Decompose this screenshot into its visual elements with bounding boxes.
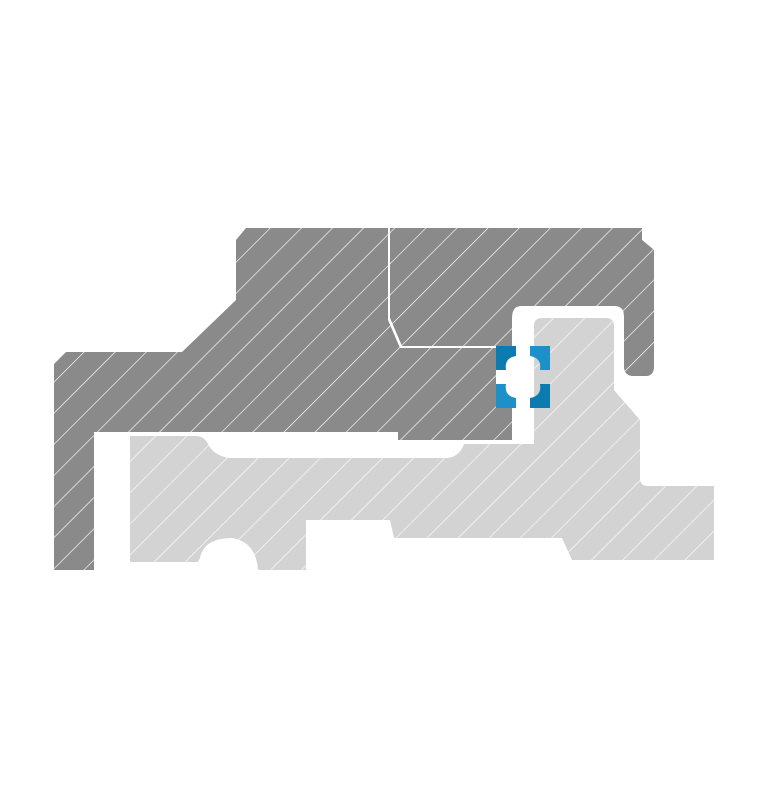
shaft-part <box>130 318 714 570</box>
shaft-body <box>130 318 714 570</box>
seal-segment-top-right <box>530 346 550 370</box>
seal-segment-bottom-left <box>496 384 516 408</box>
housing-main <box>54 228 512 570</box>
seal-ring <box>496 346 550 408</box>
seal-segment-top-left <box>496 346 516 370</box>
housing-part <box>54 228 654 570</box>
housing-right-block <box>396 228 654 376</box>
housing-groove-wall <box>496 340 512 346</box>
seal-segment-bottom-right <box>530 384 550 408</box>
